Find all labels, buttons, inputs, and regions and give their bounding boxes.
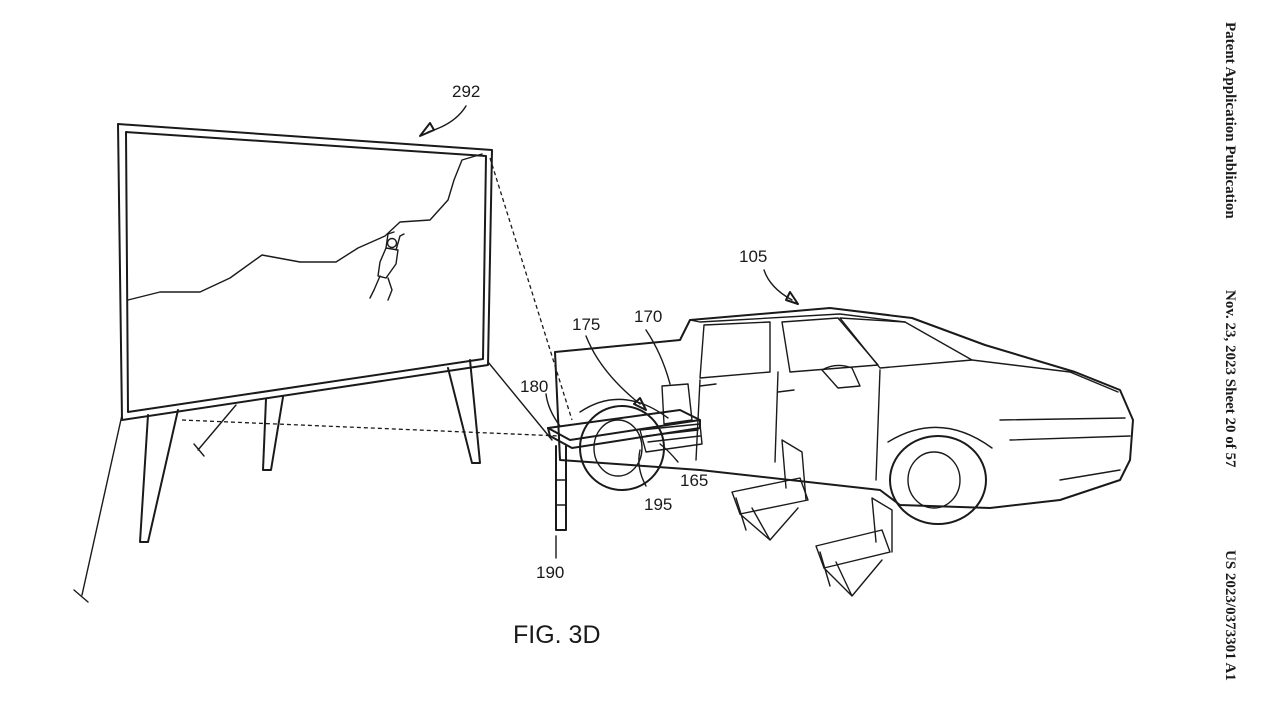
publication-date-sheet: Nov. 23, 2023 Sheet 20 of 57 — [1222, 290, 1238, 468]
projection-beam-side — [181, 419, 561, 437]
ref-180: 180 — [520, 377, 548, 396]
publication-title: Patent Application Publication — [1222, 22, 1238, 219]
publication-number: US 2023/0373301 A1 — [1222, 550, 1238, 681]
ref-292: 292 — [452, 82, 480, 101]
ref-175: 175 — [572, 315, 600, 334]
projection-screen — [73, 123, 493, 603]
ref-195: 195 — [644, 495, 672, 514]
figure-label: FIG. 3D — [513, 621, 601, 649]
ref-190: 190 — [536, 563, 564, 582]
camp-chair-1 — [731, 439, 809, 541]
projection-beam-bottom — [487, 361, 553, 441]
ref-170: 170 — [634, 307, 662, 326]
patent-drawing: 292 105 175 170 180 165 195 190 FIG. 3D — [73, 82, 1134, 649]
deployed-table — [547, 409, 703, 531]
ref-105: 105 — [739, 247, 767, 266]
projection-beam-top — [489, 157, 573, 421]
ref-165: 165 — [680, 471, 708, 490]
climber-figure — [369, 231, 405, 301]
camp-chair-2 — [815, 497, 893, 597]
